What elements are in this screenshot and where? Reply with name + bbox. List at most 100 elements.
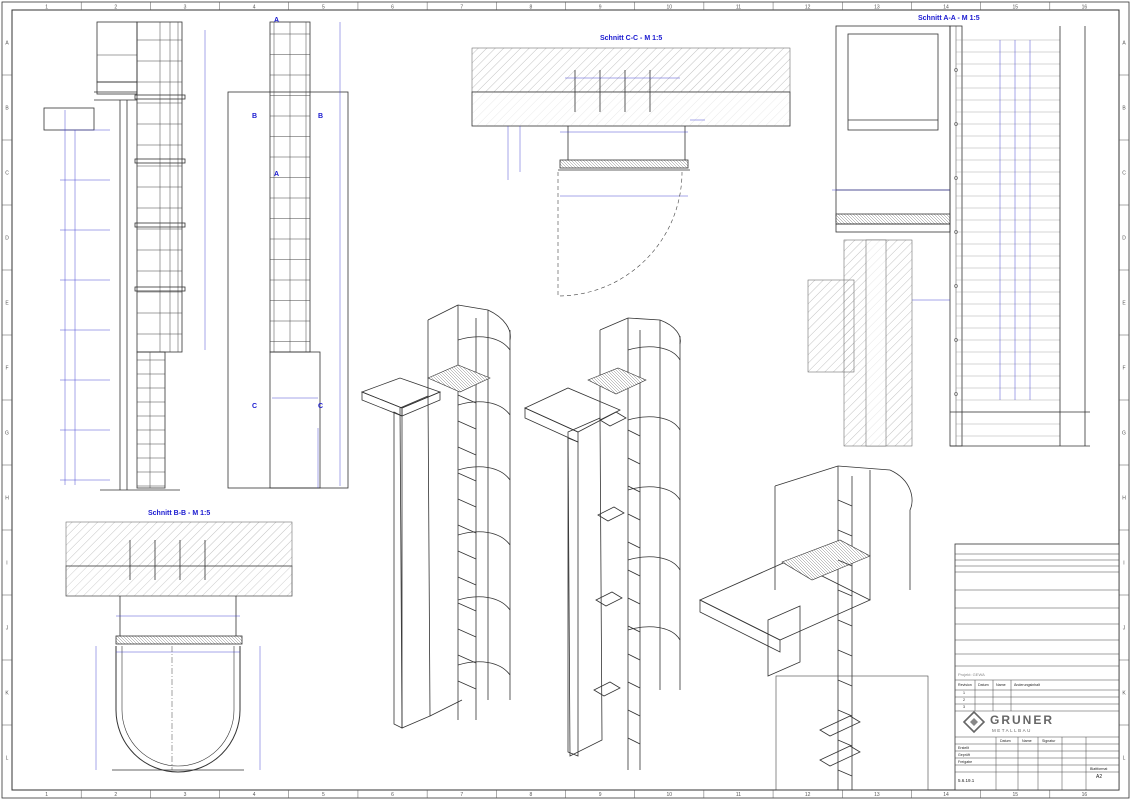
row-label: D <box>1122 236 1126 242</box>
column-label: 12 <box>805 792 811 798</box>
bolt-aa <box>954 68 958 72</box>
iso1-rung <box>457 446 477 456</box>
column-label: 10 <box>667 792 673 798</box>
sign-row-3: Freigabe <box>958 760 972 764</box>
column-label: 7 <box>460 792 463 798</box>
detail-rung <box>837 559 853 567</box>
iso2-rung <box>627 653 641 661</box>
title-block: Projekt: GEWA Revision Datum Name Änderu… <box>954 543 1120 791</box>
revision-col-4: Änderungsinhalt <box>1014 683 1040 687</box>
section-bb-title: Schnitt B-B - M 1:5 <box>148 510 210 517</box>
front-view-ladder: B B C C A A <box>227 17 349 489</box>
iso2-rung <box>627 681 641 689</box>
iso1-rung <box>457 550 477 560</box>
row-label: C <box>5 171 9 177</box>
marker-a-mid: A <box>274 171 279 178</box>
iso2-rung <box>627 737 641 745</box>
row-label: J <box>1123 626 1126 632</box>
bolt-aa <box>954 284 958 288</box>
sign-col-2: Name <box>1022 739 1032 743</box>
column-label: 14 <box>943 792 949 798</box>
sign-col-1: Datum <box>1000 739 1011 743</box>
column-label: 11 <box>736 5 741 11</box>
bolt-aa <box>954 338 958 342</box>
iso2-rung <box>627 513 641 521</box>
isometric-detail <box>699 465 929 791</box>
row-label: B <box>1122 106 1126 112</box>
iso2-hoop <box>627 626 681 641</box>
cage-hoop <box>134 222 186 228</box>
row-label: B <box>5 106 9 112</box>
row-label: E <box>1122 301 1126 307</box>
iso2-hoop <box>627 346 681 361</box>
column-label: 3 <box>184 792 187 798</box>
iso2-bracket <box>593 681 621 697</box>
column-label: 13 <box>874 5 880 11</box>
row-label: L <box>1123 756 1126 762</box>
bolt-aa <box>954 122 958 126</box>
cage-hoop <box>134 286 186 292</box>
column-label: 2 <box>114 5 117 11</box>
row-label: C <box>1122 171 1126 177</box>
format-value: A2 <box>1096 774 1102 780</box>
revision-col-2: Datum <box>978 683 989 687</box>
row-label: I <box>1123 561 1124 567</box>
column-label: 5 <box>322 792 325 798</box>
bolt-aa <box>954 230 958 234</box>
marker-c-right: C <box>318 403 323 410</box>
column-label: 7 <box>460 5 463 11</box>
iso2-rung <box>627 429 641 437</box>
marker-b-right: B <box>318 113 323 120</box>
project-label: Projekt: GEWA <box>958 672 985 677</box>
iso2-bracket <box>595 591 623 607</box>
revision-col-3: Name <box>996 683 1006 687</box>
cage-hoop <box>134 158 186 164</box>
row-label: L <box>6 756 9 762</box>
column-label: 15 <box>1012 792 1018 798</box>
iso1-hoop <box>457 596 511 611</box>
column-label: 13 <box>874 792 880 798</box>
detail-rung <box>837 679 853 687</box>
detail-rung <box>837 529 853 537</box>
iso2-hoop <box>627 416 681 431</box>
row-label: H <box>1122 496 1126 502</box>
iso1-rung <box>457 576 477 586</box>
column-label: 16 <box>1082 792 1088 798</box>
iso2-bracket <box>597 506 625 522</box>
iso2-bracket <box>599 411 627 427</box>
company-subtitle: METALLBAU <box>992 728 1032 733</box>
detail-rung <box>837 499 853 507</box>
detail-rung <box>837 739 853 747</box>
section-cc-title: Schnitt C-C - M 1:5 <box>600 35 662 42</box>
revision-2: 2 <box>963 698 965 702</box>
column-label: 4 <box>253 5 256 11</box>
sign-col-3: Signatur <box>1042 739 1056 743</box>
iso2-rung <box>627 709 641 717</box>
section-aa: Schnitt A-A - M 1:5 <box>807 15 1090 447</box>
iso1-rung <box>457 602 477 612</box>
column-label: 10 <box>667 5 673 11</box>
column-label: 4 <box>253 792 256 798</box>
section-cc: Schnitt C-C - M 1:5 <box>471 35 791 297</box>
row-label: G <box>5 431 9 437</box>
column-label: 1 <box>45 5 48 11</box>
company-name: GRUNER <box>990 713 1054 727</box>
isometric-view-2 <box>524 317 681 770</box>
iso2-rung <box>627 569 641 577</box>
iso2-rung <box>627 597 641 605</box>
iso1-hoop <box>457 336 511 351</box>
isometric-view-1 <box>360 304 511 729</box>
iso1-hoop <box>457 531 511 546</box>
row-label: E <box>5 301 9 307</box>
column-label: 5 <box>322 5 325 11</box>
row-label: A <box>1122 41 1126 47</box>
iso2-rung <box>627 625 641 633</box>
iso2-rung <box>627 485 641 493</box>
detail-rung <box>837 649 853 657</box>
row-label: D <box>5 236 9 242</box>
detail-rung <box>837 619 853 627</box>
